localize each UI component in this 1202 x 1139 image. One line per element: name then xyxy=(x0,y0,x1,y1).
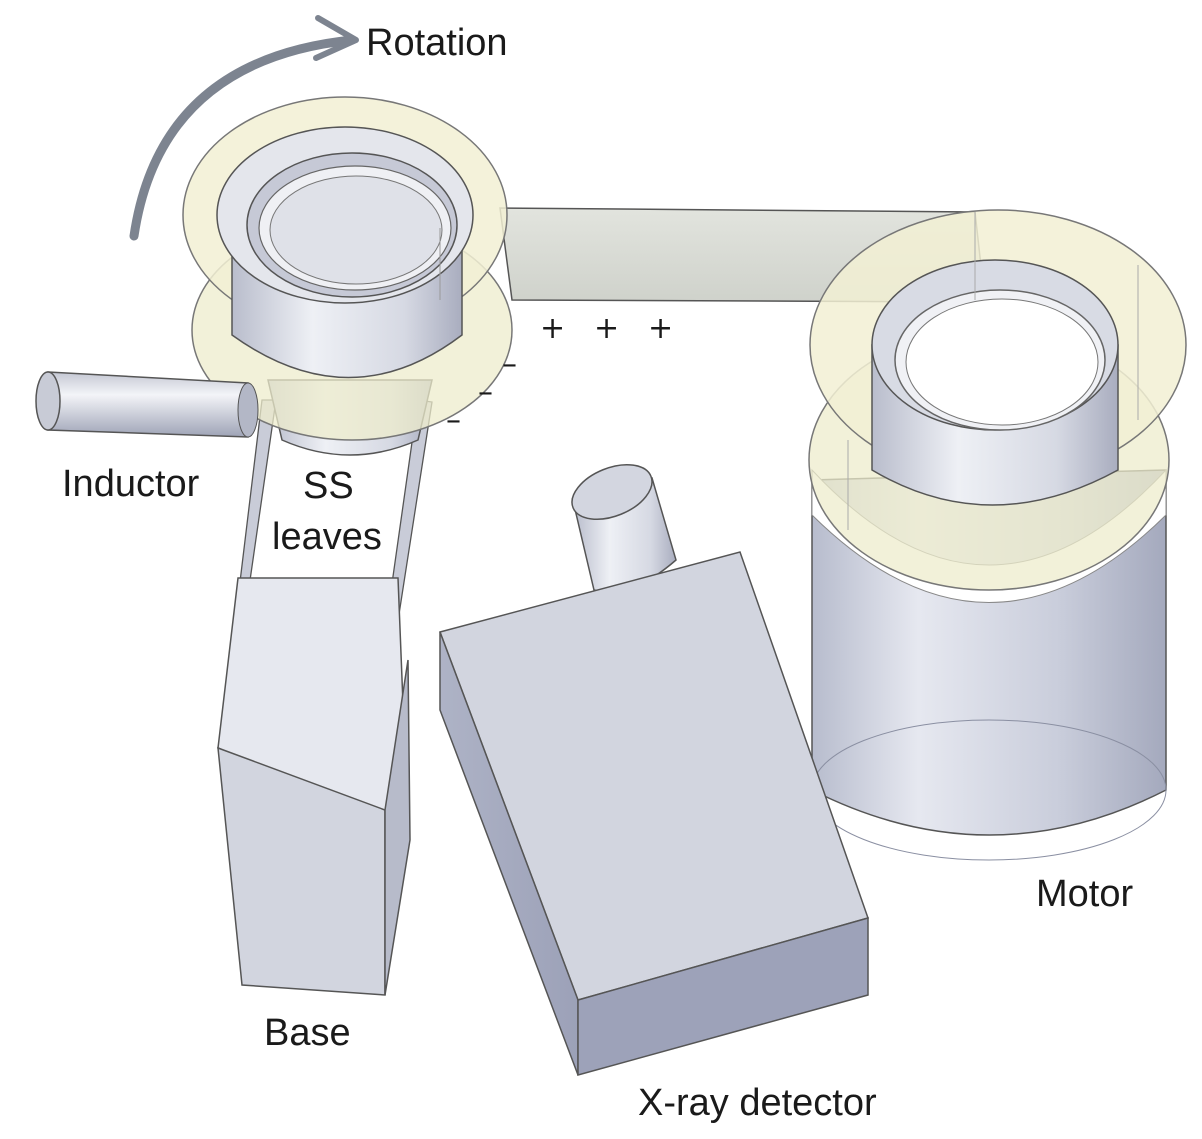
inductor-label: Inductor xyxy=(62,463,200,505)
minus-sign: – xyxy=(502,347,517,382)
motor-label: Motor xyxy=(1036,873,1133,915)
minus-sign: – xyxy=(446,403,461,438)
motor xyxy=(808,209,1187,861)
plus-sign: + xyxy=(594,311,619,346)
ss-leaves-label-line2: leaves xyxy=(272,516,382,558)
minus-sign: – xyxy=(478,375,493,410)
rotation-label: Rotation xyxy=(366,22,508,64)
plus-sign: + xyxy=(648,311,673,346)
xray-detector-label: X-ray detector xyxy=(638,1082,877,1124)
ss-leaves-label-line1: SS xyxy=(303,465,354,507)
roller xyxy=(182,96,513,456)
rotation-arrow xyxy=(129,15,359,241)
xray-detector xyxy=(439,463,869,1076)
base-block xyxy=(217,577,411,996)
inductor xyxy=(35,371,259,438)
charge-signs: + + + – – – xyxy=(446,311,673,438)
base-label: Base xyxy=(264,1012,351,1054)
plus-sign: + xyxy=(540,311,565,346)
